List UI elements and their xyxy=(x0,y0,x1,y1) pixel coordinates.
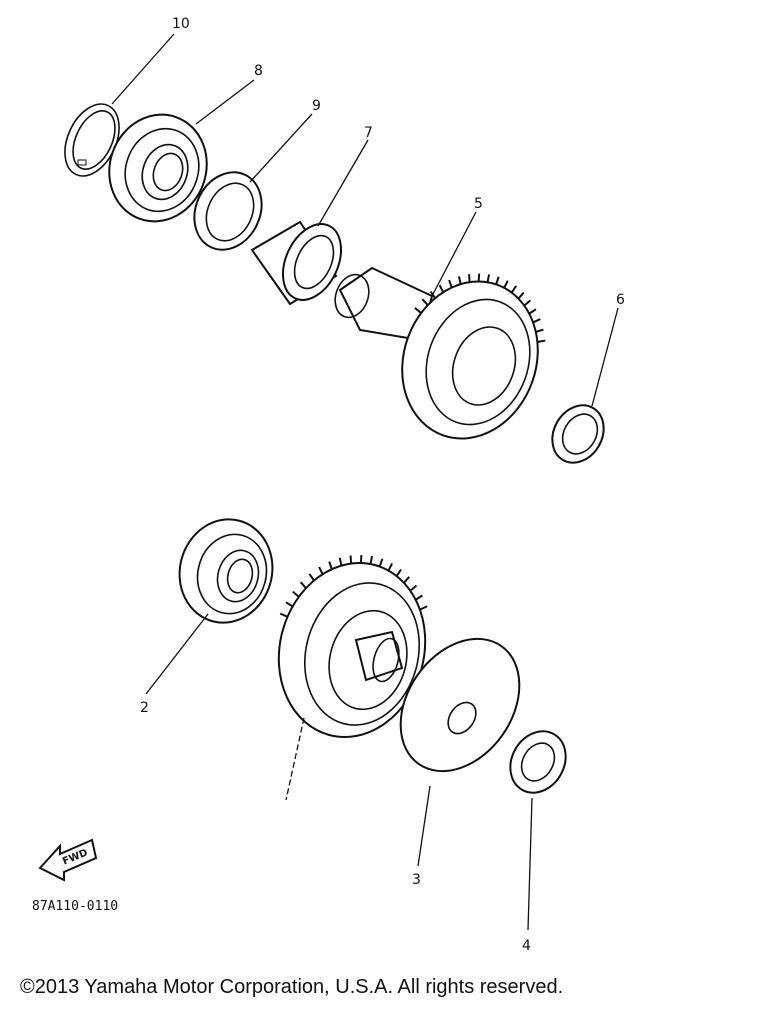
washer-part-3[interactable] xyxy=(376,616,544,794)
callout-5: 5 xyxy=(474,196,483,212)
leader-lines xyxy=(111,33,619,931)
callout-4: 4 xyxy=(522,938,531,954)
gear-shaft-part-5[interactable] xyxy=(329,262,559,457)
needle-bearing-part-7[interactable] xyxy=(250,215,352,309)
gear-part-1[interactable] xyxy=(260,546,445,753)
fwd-arrow-icon: FWD xyxy=(38,838,98,882)
callout-8: 8 xyxy=(254,63,263,79)
callout-6: 6 xyxy=(616,292,625,308)
collar-part-6[interactable] xyxy=(542,396,614,472)
copyright-notice: ©2013 Yamaha Motor Corporation, U.S.A. A… xyxy=(20,976,564,998)
drawing-code: 87A110-0110 xyxy=(32,899,118,914)
callout-2: 2 xyxy=(140,700,149,716)
oil-seal-part-9[interactable] xyxy=(182,161,274,261)
callout-10: 10 xyxy=(172,16,190,32)
bearing-part-2[interactable] xyxy=(168,509,284,633)
callout-3: 3 xyxy=(412,872,421,888)
bearing-part-8[interactable] xyxy=(94,101,221,235)
callout-9: 9 xyxy=(312,98,321,114)
callout-7: 7 xyxy=(364,125,373,141)
washer-part-4[interactable] xyxy=(499,721,576,802)
